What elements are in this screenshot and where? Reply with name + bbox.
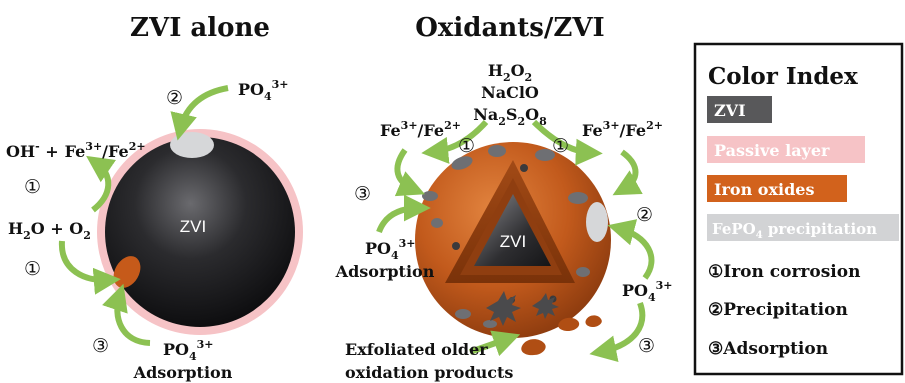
zvi-core-triangle bbox=[474, 194, 551, 266]
right-step1-left-marker: ① bbox=[458, 135, 475, 157]
right-arrow-exfoliated-label bbox=[469, 330, 521, 357]
exfoliated-particles bbox=[521, 315, 602, 356]
legend-swatch-passive bbox=[707, 136, 865, 163]
oxidant-h2o2: H2O2 bbox=[488, 61, 532, 84]
right-arrow-fe-right bbox=[612, 149, 643, 196]
left-step1-upper-marker: ① bbox=[24, 176, 41, 198]
left-arrow-adsorption bbox=[102, 283, 151, 346]
legend-swatch-fepo4 bbox=[707, 214, 899, 241]
left-water-oxygen-label: H2O + O2 bbox=[8, 219, 91, 242]
right-zvi-core-label: ZVI bbox=[500, 232, 526, 251]
right-iron-ions-left: Fe3+/Fe2+ bbox=[380, 119, 461, 140]
right-step3-left-marker: ③ bbox=[354, 183, 371, 205]
legend-step2: ②Precipitation bbox=[708, 300, 848, 320]
left-fepo4-precipitate bbox=[170, 132, 214, 158]
legend-label-oxides: Iron oxides bbox=[714, 180, 814, 199]
right-phosphate-right: PO43+ bbox=[622, 279, 673, 304]
legend-title: Color Index bbox=[708, 63, 858, 90]
surface-spots bbox=[422, 145, 590, 328]
right-step2-marker: ② bbox=[636, 204, 653, 226]
left-step3-marker: ③ bbox=[92, 335, 109, 357]
zvi-sphere bbox=[105, 137, 295, 327]
left-arrow-precipitation bbox=[170, 85, 229, 141]
right-arrow-fe-left bbox=[394, 148, 425, 197]
surface-pit-1 bbox=[486, 291, 521, 326]
legend-label-fepo4: FePO4 precipitation bbox=[712, 220, 877, 241]
legend-box bbox=[693, 42, 904, 376]
left-zvi-core-label: ZVI bbox=[180, 217, 206, 236]
oxidant-na2s2o8: Na2S2O8 bbox=[473, 105, 547, 128]
legend-swatch-oxides bbox=[707, 175, 847, 202]
right-adsorption-label: Adsorption bbox=[335, 262, 435, 281]
right-arrow-exfoliation bbox=[589, 301, 646, 363]
exfoliated-label-line1: Exfoliated older bbox=[345, 340, 488, 359]
right-iron-ions-right: Fe3+/Fe2+ bbox=[582, 119, 663, 140]
left-arrow-corrosion-oxide bbox=[58, 240, 121, 295]
left-phosphate-top: PO43+ bbox=[238, 78, 289, 103]
left-adsorption-label: Adsorption bbox=[133, 363, 233, 382]
left-step2-marker: ② bbox=[166, 87, 183, 109]
legend-label-zvi: ZVI bbox=[714, 101, 746, 120]
legend-swatch-zvi bbox=[707, 96, 772, 123]
right-fepo4-precipitate bbox=[586, 202, 608, 242]
legend-step3: ③Adsorption bbox=[708, 339, 828, 359]
surface-pit-2 bbox=[532, 293, 559, 319]
legend-step1: ①Iron corrosion bbox=[708, 262, 860, 282]
left-panel-title: ZVI alone bbox=[130, 13, 270, 43]
exfoliated-label-line2: oxidation products bbox=[345, 363, 513, 382]
right-step1-right-marker: ① bbox=[552, 135, 569, 157]
left-arrow-corrosion-up bbox=[86, 155, 116, 213]
right-step3-right-marker: ③ bbox=[638, 335, 655, 357]
right-arrow-precipitation-right bbox=[607, 219, 655, 280]
right-panel-title: Oxidants/ZVI bbox=[415, 13, 604, 43]
left-phosphate-bottom: PO43+ bbox=[163, 338, 214, 363]
right-arrow-adsorption-left bbox=[376, 194, 431, 234]
right-phosphate-left: PO43+ bbox=[365, 237, 416, 262]
left-step1-lower-marker: ① bbox=[24, 258, 41, 280]
oxidant-naclo: NaClO bbox=[481, 83, 539, 102]
left-hydroxide-iron-label: OH- +Fe3+/Fe2+ bbox=[6, 140, 146, 161]
right-arrow-oxidant-right bbox=[531, 119, 603, 166]
right-arrow-oxidant-left bbox=[421, 119, 489, 164]
legend-label-passive: Passive layer bbox=[714, 141, 830, 160]
